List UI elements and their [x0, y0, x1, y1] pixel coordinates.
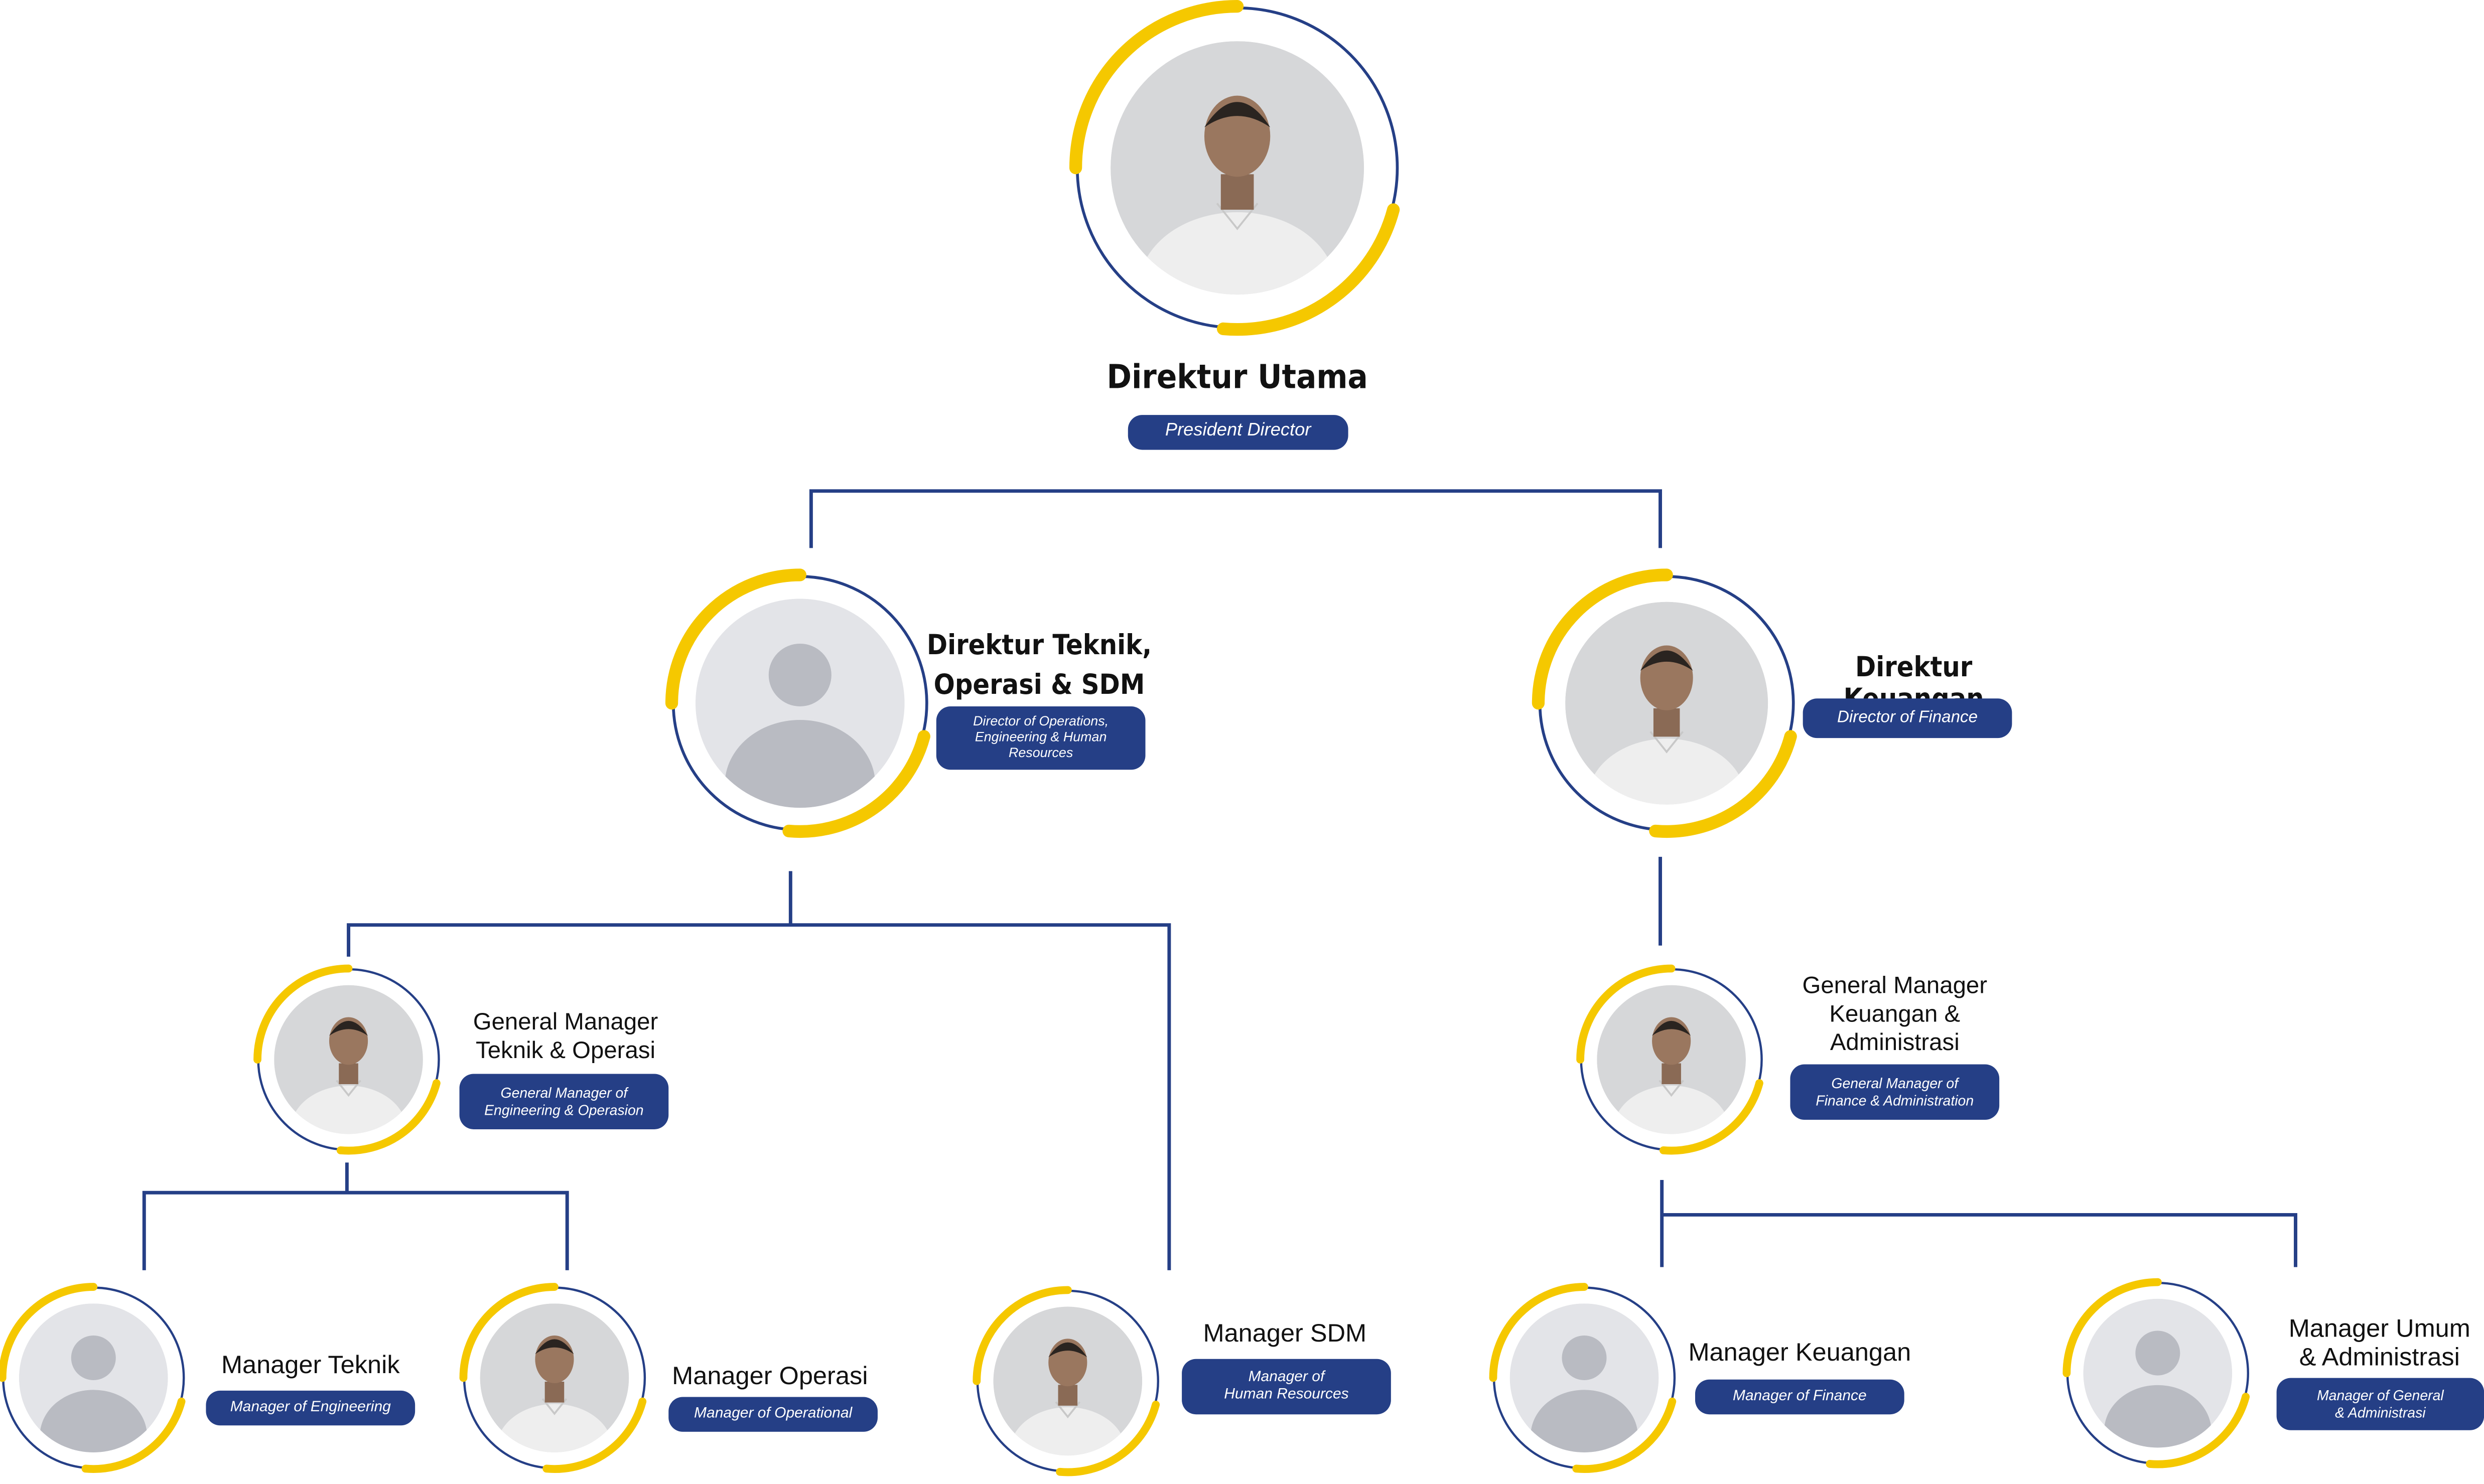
manager-operasi-avatar: [459, 1283, 647, 1473]
gm-engineering-title: General Manager Teknik & Operasi: [473, 1009, 658, 1065]
yellow-arc-top: [459, 1283, 559, 1382]
connector-gmfin-managers: [1660, 1179, 2297, 1267]
director-operations-avatar: [665, 568, 930, 838]
placeholder-avatar-icon: [695, 599, 905, 808]
yellow-arc-bottom: [1572, 1397, 1677, 1473]
president-title: Direktur Utama: [1107, 358, 1368, 396]
yellow-arc-top: [973, 1286, 1072, 1385]
yellow-arc-top: [253, 964, 353, 1064]
photo-portrait: [1597, 985, 1746, 1134]
manager-sdm-badge: Manager of Human Resources: [1182, 1359, 1391, 1415]
manager-teknik-avatar: [0, 1283, 186, 1473]
placeholder-avatar-icon: [2083, 1298, 2233, 1448]
manager-operasi-badge: Manager of Operational: [668, 1397, 878, 1432]
connector-president-directors: [809, 489, 1663, 548]
yellow-arc-bottom: [2146, 1393, 2250, 1468]
connector-dirops-children: [347, 871, 1171, 1270]
yellow-arc-bottom: [1659, 1079, 1763, 1155]
connector-gmeng-managers: [142, 1162, 569, 1270]
placeholder-avatar-icon: [1509, 1303, 1659, 1452]
president-avatar: [1069, 0, 1400, 336]
manager-keuangan-title: Manager Keuangan: [1688, 1340, 1911, 1367]
photo-portrait: [993, 1306, 1143, 1456]
gm-engineering-avatar: [253, 964, 441, 1155]
yellow-arc-top: [1489, 1283, 1588, 1382]
director-operations-title: Direktur Teknik, Operasi & SDM: [926, 630, 1152, 702]
photo-portrait: [480, 1303, 629, 1452]
manager-umum-badge: Manager of General & Administrasi: [2276, 1378, 2484, 1430]
yellow-arc-bottom: [1216, 203, 1400, 336]
director-finance-badge: Director of Finance: [1803, 698, 2012, 738]
yellow-arc-top: [1069, 0, 1244, 175]
manager-umum-title: Manager Umum & Administrasi: [2288, 1316, 2470, 1372]
photo-portrait: [1565, 602, 1768, 805]
yellow-arc-bottom: [1056, 1400, 1160, 1476]
yellow-arc-top: [1576, 964, 1676, 1064]
director-operations-badge: Director of Operations, Engineering & Hu…: [936, 706, 1146, 770]
manager-operasi-title: Manager Operasi: [672, 1364, 868, 1391]
yellow-arc-top: [665, 568, 806, 710]
photo-portrait: [1111, 41, 1364, 295]
manager-keuangan-badge: Manager of Finance: [1695, 1379, 1904, 1415]
president-badge: President Director: [1128, 415, 1348, 450]
manager-sdm-avatar: [973, 1286, 1160, 1476]
gm-finance-title: General Manager Keuangan & Administrasi: [1802, 972, 1988, 1057]
yellow-arc-bottom: [81, 1397, 186, 1473]
gm-finance-badge: General Manager of Finance & Administrat…: [1790, 1064, 2000, 1120]
photo-portrait: [274, 985, 423, 1134]
yellow-arc-bottom: [782, 730, 930, 838]
yellow-arc-bottom: [1649, 730, 1797, 838]
gm-finance-avatar: [1576, 964, 1763, 1155]
director-finance-avatar: [1532, 568, 1797, 838]
yellow-arc-bottom: [336, 1079, 441, 1155]
yellow-arc-top: [2062, 1278, 2162, 1378]
gm-engineering-badge: General Manager of Engineering & Operasi…: [459, 1074, 669, 1129]
manager-keuangan-avatar: [1489, 1283, 1677, 1473]
manager-teknik-title: Manager Teknik: [221, 1353, 400, 1380]
yellow-arc-top: [1532, 568, 1673, 710]
placeholder-avatar-icon: [19, 1303, 168, 1452]
manager-sdm-title: Manager SDM: [1203, 1320, 1367, 1348]
manager-umum-avatar: [2062, 1278, 2250, 1468]
manager-teknik-badge: Manager of Engineering: [206, 1390, 416, 1426]
yellow-arc-bottom: [542, 1397, 647, 1473]
yellow-arc-top: [0, 1283, 98, 1382]
